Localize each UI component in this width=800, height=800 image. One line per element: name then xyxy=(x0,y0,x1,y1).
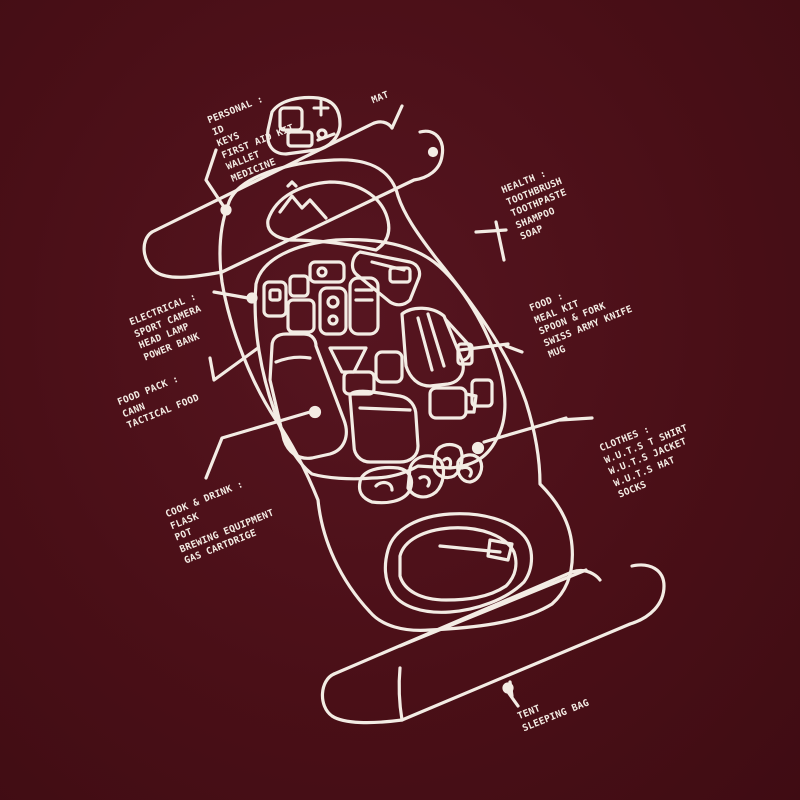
electrical-items xyxy=(262,260,380,336)
cook-drink-items xyxy=(328,346,420,464)
health-items xyxy=(350,250,422,307)
front-pockets xyxy=(357,441,485,505)
mat-end-dot xyxy=(427,146,439,158)
food-items xyxy=(400,306,494,420)
food-pack-items xyxy=(268,332,348,460)
mountain-logo-icon xyxy=(278,194,328,220)
tent-roll xyxy=(320,563,666,725)
first-aid-cross-icon xyxy=(312,99,330,117)
bottom-compartment xyxy=(383,512,534,614)
leader-lines xyxy=(204,104,594,708)
personal-kit xyxy=(266,95,342,156)
top-flap xyxy=(266,180,391,252)
mat-roll xyxy=(142,120,445,279)
